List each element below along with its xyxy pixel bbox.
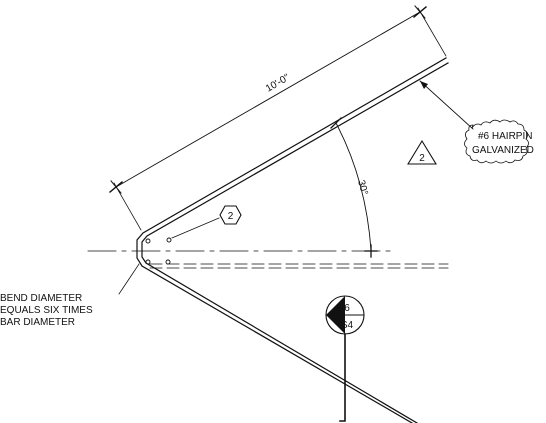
- hairpin-note-line2: GALVANIZED: [472, 145, 534, 156]
- angle-dimension-label: 30°: [355, 179, 370, 196]
- extension-line-left: [113, 182, 142, 231]
- revision-triangle: [407, 139, 437, 165]
- hairpin-bar-outer: [136, 57, 447, 423]
- bar-dot-2: [166, 237, 172, 243]
- bar-dot-1: [145, 238, 151, 244]
- hairpin-bar-inner: [141, 62, 449, 423]
- hex-tag: [219, 205, 242, 225]
- hairpin-leader-arrow: [420, 81, 428, 89]
- revision-number: 2: [419, 153, 425, 164]
- bend-leader: [118, 263, 140, 295]
- angle-arc: [335, 122, 372, 251]
- dim-tick-left-b: [110, 180, 122, 194]
- hairpin-note-line1: #6 HAIRPIN: [478, 131, 532, 142]
- section-cut-line: [339, 333, 346, 422]
- length-dimension-line: [115, 11, 421, 188]
- revision-cloud: [464, 119, 529, 164]
- section-marker-top: 6: [344, 303, 350, 314]
- bend-note-line2: EQUALS SIX TIMES: [0, 305, 93, 316]
- bend-note-line3: BAR DIAMETER: [0, 317, 75, 328]
- bar-dot-3: [145, 259, 151, 265]
- section-marker-bottom: S4: [341, 320, 354, 331]
- section-marker-arrow: [326, 296, 345, 334]
- hex-leader: [171, 217, 220, 239]
- angle-tick-top: [330, 117, 342, 129]
- dim-tick-right-b: [414, 5, 426, 19]
- extension-line-right: [417, 7, 447, 57]
- hairpin-leader: [419, 80, 474, 130]
- bend-note-line1: BEND DIAMETER: [0, 293, 82, 304]
- hex-tag-label: 2: [228, 211, 234, 222]
- bar-dot-4: [165, 259, 171, 265]
- length-dimension-label: 10'-0": [264, 72, 292, 94]
